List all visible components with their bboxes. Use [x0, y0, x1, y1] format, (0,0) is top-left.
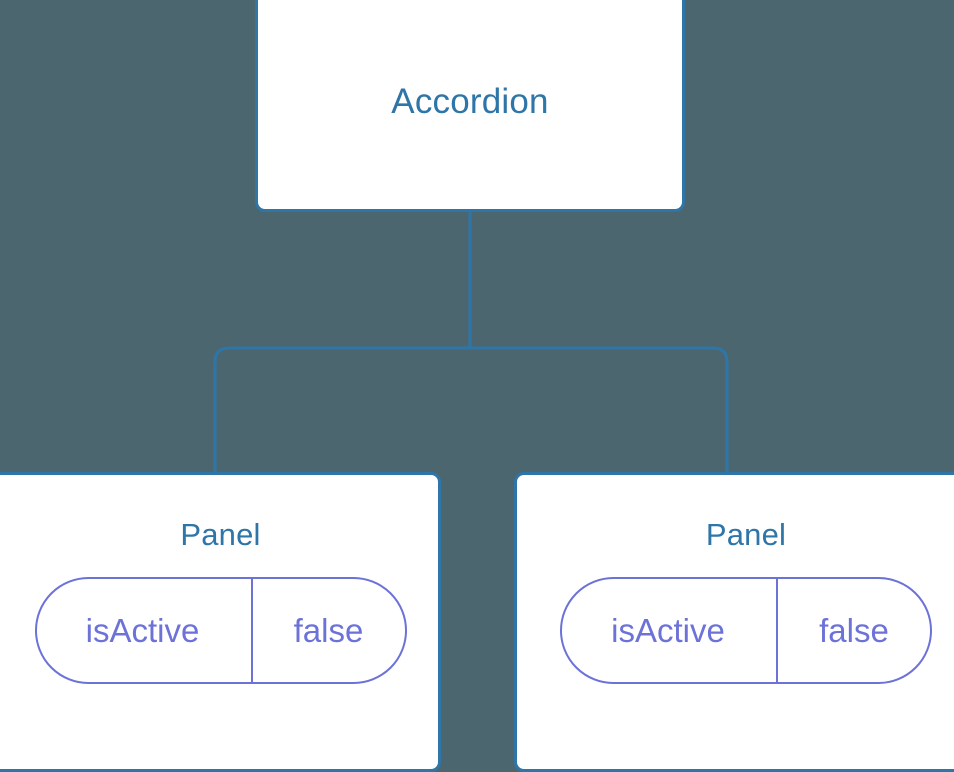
state-pill-panel-1-key: isActive: [611, 612, 725, 649]
node-panel-1-content: Panel isActive false: [526, 519, 954, 684]
edge-root-to-panel-1: [470, 346, 729, 474]
tree-connector-edges: [213, 211, 729, 474]
node-panel-1-label: Panel: [705, 517, 787, 552]
state-pill-panel-0-key: isActive: [85, 612, 200, 649]
state-pill-panel-0-value: false: [250, 579, 405, 682]
node-panel-0-content: Panel isActive false: [0, 519, 441, 684]
node-panel-1[interactable]: Panel isActive false: [514, 472, 954, 772]
state-pill-panel-1-value: false: [776, 579, 930, 682]
state-pill-panel-0[interactable]: isActive false: [34, 577, 407, 684]
node-accordion-label: Accordion: [391, 81, 549, 121]
node-panel-0-label: Panel: [180, 517, 261, 552]
state-pill-panel-1[interactable]: isActive false: [560, 577, 932, 684]
edge-root-to-panel-0: [213, 346, 470, 474]
node-accordion[interactable]: Accordion: [255, 0, 685, 212]
node-panel-0[interactable]: Panel isActive false: [0, 472, 441, 772]
